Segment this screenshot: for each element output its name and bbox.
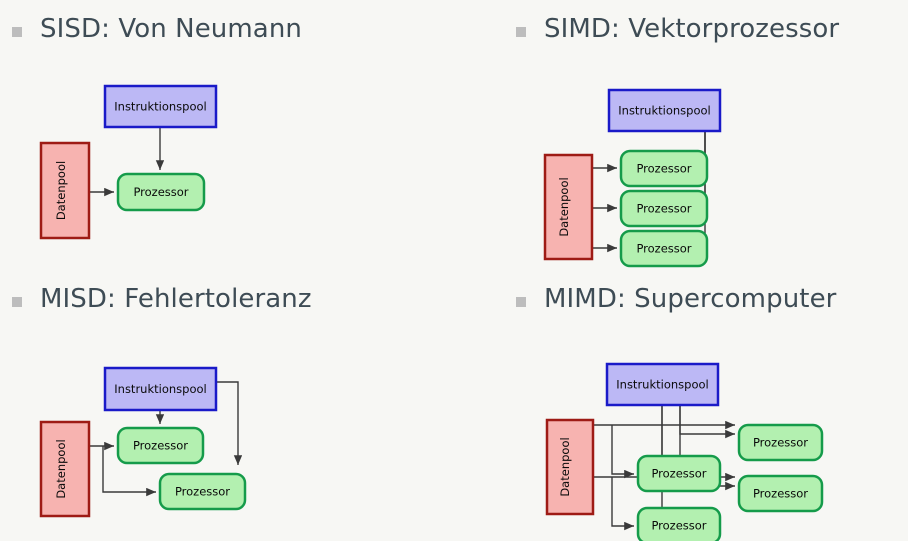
node-processor-3-label: Prozessor xyxy=(651,467,706,481)
node-processor-2-label: Prozessor xyxy=(175,485,230,499)
heading-text-misd: MISD: Fehlertoleranz xyxy=(40,284,312,314)
quadrant-simd: SIMD: Vektorprozessor Instruktionspool xyxy=(454,0,908,270)
node-processor-1-label: Prozessor xyxy=(636,162,691,176)
node-processor-2 xyxy=(158,472,247,511)
diagram-misd: Instruktionspool Datenpool Prozessor Pro… xyxy=(39,366,247,518)
node-instruction-pool xyxy=(605,362,720,407)
heading-text-simd: SIMD: Vektorprozessor xyxy=(544,14,840,44)
diagram-simd: Instruktionspool Datenpool Prozessor Pro… xyxy=(543,88,722,268)
node-instruction-pool xyxy=(607,88,722,133)
heading-text-mimd: MIMD: Supercomputer xyxy=(544,284,837,314)
node-processor-3 xyxy=(636,454,722,493)
node-data-pool xyxy=(39,141,91,240)
quadrant-misd: MISD: Fehlertoleranz Instruktionspool Da… xyxy=(0,270,454,540)
node-processor-2 xyxy=(737,474,824,513)
quadrant-mimd: MIMD: Supercomputer Instruktionspool xyxy=(454,270,908,541)
square-bullet-icon xyxy=(12,297,22,307)
node-instruction-pool xyxy=(103,84,218,129)
square-bullet-icon xyxy=(12,27,22,37)
node-instruction-pool-label: Instruktionspool xyxy=(114,100,206,114)
node-processor-1 xyxy=(116,426,205,465)
square-bullet-icon xyxy=(516,297,526,307)
arrow-data-to-processor-2 xyxy=(102,446,156,497)
node-processor-3-label: Prozessor xyxy=(636,242,691,256)
node-processor-2-label: Prozessor xyxy=(636,202,691,216)
quadrant-sisd: SISD: Von Neumann Instruktionspool Daten… xyxy=(0,0,454,270)
node-data-pool xyxy=(39,420,91,518)
node-instruction-pool-label: Instruktionspool xyxy=(114,382,206,396)
node-data-pool-label: Datenpool xyxy=(558,437,572,496)
node-data-pool-label: Datenpool xyxy=(557,177,571,236)
arrow-data-to-processor-inner-1 xyxy=(611,425,634,479)
node-data-pool xyxy=(543,153,594,261)
node-instruction-pool-label: Instruktionspool xyxy=(616,378,708,392)
node-data-pool xyxy=(545,418,595,516)
node-processor-2 xyxy=(619,189,709,228)
node-processor-4 xyxy=(636,506,722,541)
heading-misd: MISD: Fehlertoleranz xyxy=(12,286,312,312)
diagram-sisd: Instruktionspool Datenpool Prozessor xyxy=(39,84,218,240)
node-processor-1-label: Prozessor xyxy=(133,185,188,199)
diagram-mimd: Instruktionspool Datenpool Prozessor Pro… xyxy=(545,362,824,541)
heading-simd: SIMD: Vektorprozessor xyxy=(516,16,839,42)
heading-sisd: SISD: Von Neumann xyxy=(12,16,302,42)
node-processor-1 xyxy=(116,172,206,212)
node-data-pool-label: Datenpool xyxy=(54,161,68,220)
node-instruction-pool xyxy=(103,366,218,412)
node-processor-1 xyxy=(737,423,824,462)
arrow-instruction-to-processor-2 xyxy=(216,381,243,465)
node-data-pool-label: Datenpool xyxy=(54,439,68,498)
node-processor-1 xyxy=(619,149,709,188)
square-bullet-icon xyxy=(516,27,526,37)
heading-text-sisd: SISD: Von Neumann xyxy=(40,14,302,44)
node-instruction-pool-label: Instruktionspool xyxy=(618,104,710,118)
heading-mimd: MIMD: Supercomputer xyxy=(516,286,836,312)
node-processor-1-label: Prozessor xyxy=(133,439,188,453)
arrow-data-to-processor-inner-2 xyxy=(611,477,634,531)
node-processor-2-label: Prozessor xyxy=(753,487,808,501)
node-processor-3 xyxy=(619,229,709,268)
node-processor-1-label: Prozessor xyxy=(753,436,808,450)
node-processor-4-label: Prozessor xyxy=(651,519,706,533)
